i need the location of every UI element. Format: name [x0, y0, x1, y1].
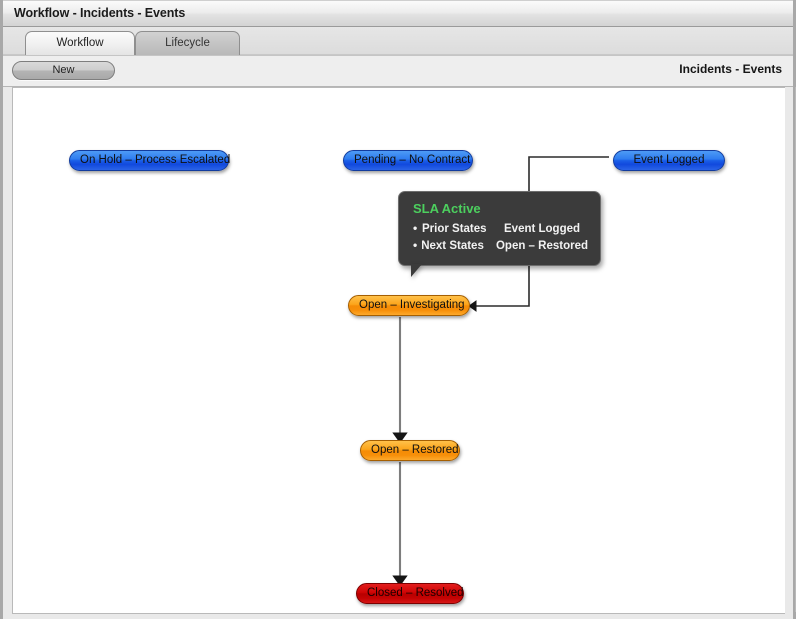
tooltip-label-next-states: Next States [421, 240, 484, 252]
tooltip-value-next-states: Open – Restored [495, 240, 588, 252]
tooltip-tail [411, 264, 422, 277]
state-node-open-investigating[interactable]: Open – Investigating [348, 295, 470, 316]
tab-workflow[interactable]: Workflow [25, 31, 135, 55]
state-node-open-restored[interactable]: Open – Restored [360, 440, 460, 461]
title-bar: Workflow - Incidents - Events [3, 0, 793, 27]
bullet-icon: • [413, 221, 418, 235]
window-title: Workflow - Incidents - Events [14, 6, 186, 20]
new-button[interactable]: New [12, 61, 115, 80]
state-node-event-logged[interactable]: Event Logged [613, 150, 725, 171]
workflow-diagram: On Hold – Process Escalated Pending – No … [13, 88, 785, 613]
state-node-pending-no-contract[interactable]: Pending – No Contract [343, 150, 473, 171]
tooltip-title: SLA Active [413, 201, 481, 216]
sla-tooltip[interactable]: SLA Active • Prior States Event Logged •… [398, 191, 601, 277]
state-node-closed-resolved[interactable]: Closed – Resolved [356, 583, 464, 604]
tooltip-label-prior-states: Prior States [422, 223, 487, 235]
tab-lifecycle[interactable]: Lifecycle [135, 31, 240, 55]
toolbar: New Incidents - Events [3, 56, 793, 87]
tooltip-value-prior-states: Event Logged [504, 223, 581, 235]
tab-strip: Workflow Lifecycle [3, 27, 793, 55]
workflow-canvas[interactable]: On Hold – Process Escalated Pending – No … [12, 87, 785, 614]
page-title: Incidents - Events [679, 62, 782, 76]
bullet-icon: • [413, 238, 418, 252]
tooltip-row-prior-states: • Prior States Event Logged [413, 222, 588, 235]
tooltip-row-next-states: • Next States Open – Restored [413, 239, 588, 252]
state-node-on-hold-process-escalated[interactable]: On Hold – Process Escalated [69, 150, 230, 171]
